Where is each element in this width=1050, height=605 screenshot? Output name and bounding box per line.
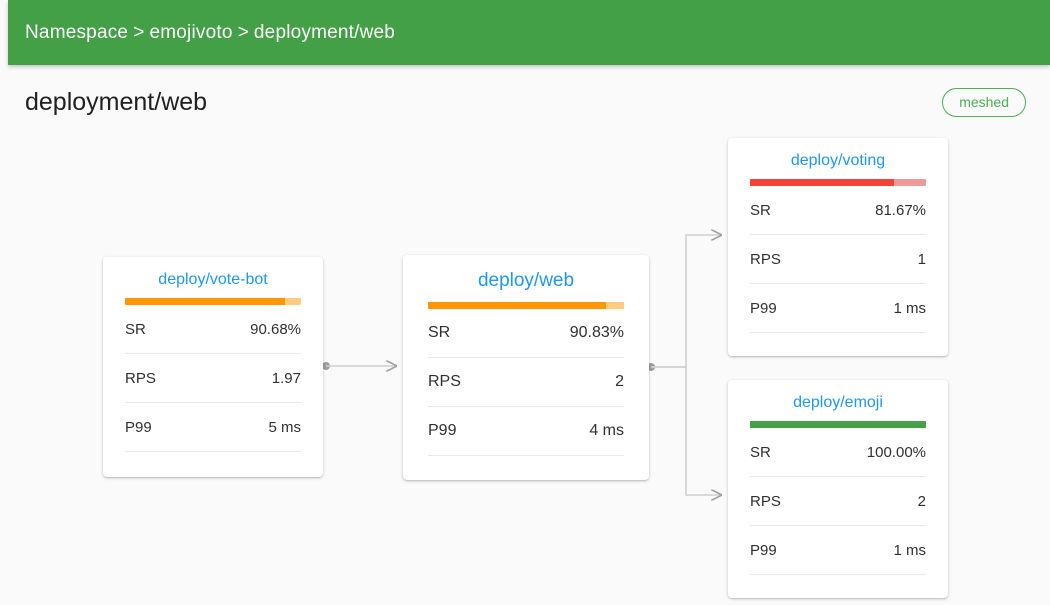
metric-label: P99 bbox=[125, 418, 152, 436]
breadcrumb-separator: > bbox=[237, 21, 249, 43]
node-metrics: SR 100.00% RPS 2 P99 1 ms bbox=[728, 428, 948, 575]
metric-row-rps: RPS 2 bbox=[750, 477, 926, 526]
metric-row-p99: P99 1 ms bbox=[750, 526, 926, 575]
metric-value: 4 ms bbox=[589, 422, 624, 439]
success-rate-bar bbox=[428, 302, 624, 309]
metric-row-p99: P99 4 ms bbox=[428, 407, 624, 456]
node-metrics: SR 90.68% RPS 1.97 P99 5 ms bbox=[103, 305, 323, 452]
node-title[interactable]: deploy/vote-bot bbox=[158, 271, 268, 288]
metric-row-sr: SR 90.83% bbox=[428, 309, 624, 358]
metric-label: SR bbox=[750, 443, 771, 461]
node-card-vote-bot[interactable]: deploy/vote-bot SR 90.68% RPS 1.97 P99 5… bbox=[103, 257, 323, 477]
metric-value: 5 ms bbox=[268, 418, 301, 436]
breadcrumb-item-emojivoto[interactable]: emojivoto bbox=[149, 21, 233, 43]
metric-value: 81.67% bbox=[875, 201, 926, 219]
metric-label: RPS bbox=[125, 369, 156, 387]
title-row: deployment/web meshed bbox=[0, 65, 1050, 140]
metric-row-p99: P99 1 ms bbox=[750, 284, 926, 333]
metric-row-rps: RPS 1.97 bbox=[125, 354, 301, 403]
metric-label: P99 bbox=[750, 299, 777, 317]
success-rate-bar-fill bbox=[750, 179, 894, 186]
metric-label: SR bbox=[750, 201, 771, 219]
edge-web-to-voting bbox=[647, 235, 721, 371]
breadcrumb-separator: > bbox=[133, 21, 145, 43]
node-card-voting[interactable]: deploy/voting SR 81.67% RPS 1 P99 1 ms bbox=[728, 138, 948, 356]
metric-value: 2 bbox=[615, 373, 624, 390]
node-card-web[interactable]: deploy/web SR 90.83% RPS 2 P99 4 ms bbox=[403, 255, 649, 480]
metric-value: 1.97 bbox=[271, 369, 301, 387]
success-rate-bar-fill bbox=[125, 298, 285, 305]
status-badge-meshed: meshed bbox=[942, 88, 1026, 117]
success-rate-bar bbox=[125, 298, 301, 305]
app-bar: Namespace>emojivoto>deployment/web bbox=[8, 0, 1050, 65]
topology-graph: deploy/vote-bot SR 90.68% RPS 1.97 P99 5… bbox=[0, 138, 1050, 605]
metric-label: SR bbox=[428, 324, 451, 341]
metric-label: P99 bbox=[750, 541, 777, 559]
metric-label: P99 bbox=[428, 422, 457, 439]
metric-row-sr: SR 100.00% bbox=[750, 428, 926, 477]
breadcrumb-item-namespace[interactable]: Namespace bbox=[25, 21, 129, 43]
metric-label: RPS bbox=[750, 250, 781, 268]
metric-row-sr: SR 90.68% bbox=[125, 305, 301, 354]
metric-label: RPS bbox=[428, 373, 461, 390]
metric-value: 2 bbox=[917, 492, 926, 510]
metric-label: SR bbox=[125, 320, 146, 338]
metric-value: 1 ms bbox=[893, 541, 926, 559]
metric-label: RPS bbox=[750, 492, 781, 510]
node-title[interactable]: deploy/web bbox=[477, 270, 575, 291]
metric-value: 90.83% bbox=[569, 324, 624, 341]
node-title[interactable]: deploy/voting bbox=[790, 152, 886, 169]
breadcrumb-item-deployment-web[interactable]: deployment/web bbox=[253, 21, 396, 43]
success-rate-bar bbox=[750, 421, 926, 428]
edge-web-to-emoji bbox=[651, 366, 721, 495]
edge-vote-bot-to-web bbox=[322, 362, 396, 370]
breadcrumb: Namespace>emojivoto>deployment/web bbox=[8, 22, 395, 44]
metric-value: 1 bbox=[917, 250, 926, 268]
success-rate-bar-fill bbox=[750, 421, 926, 428]
metric-row-rps: RPS 2 bbox=[428, 358, 624, 407]
node-metrics: SR 90.83% RPS 2 P99 4 ms bbox=[403, 309, 649, 456]
node-card-emoji[interactable]: deploy/emoji SR 100.00% RPS 2 P99 1 ms bbox=[728, 380, 948, 598]
metric-row-p99: P99 5 ms bbox=[125, 403, 301, 452]
metric-row-rps: RPS 1 bbox=[750, 235, 926, 284]
metric-value: 100.00% bbox=[866, 443, 926, 461]
metric-value: 1 ms bbox=[893, 299, 926, 317]
success-rate-bar-fill bbox=[428, 302, 607, 309]
node-metrics: SR 81.67% RPS 1 P99 1 ms bbox=[728, 186, 948, 333]
success-rate-bar bbox=[750, 179, 926, 186]
page-title: deployment/web bbox=[25, 88, 208, 116]
metric-value: 90.68% bbox=[250, 320, 301, 338]
metric-row-sr: SR 81.67% bbox=[750, 186, 926, 235]
node-title[interactable]: deploy/emoji bbox=[793, 394, 883, 411]
